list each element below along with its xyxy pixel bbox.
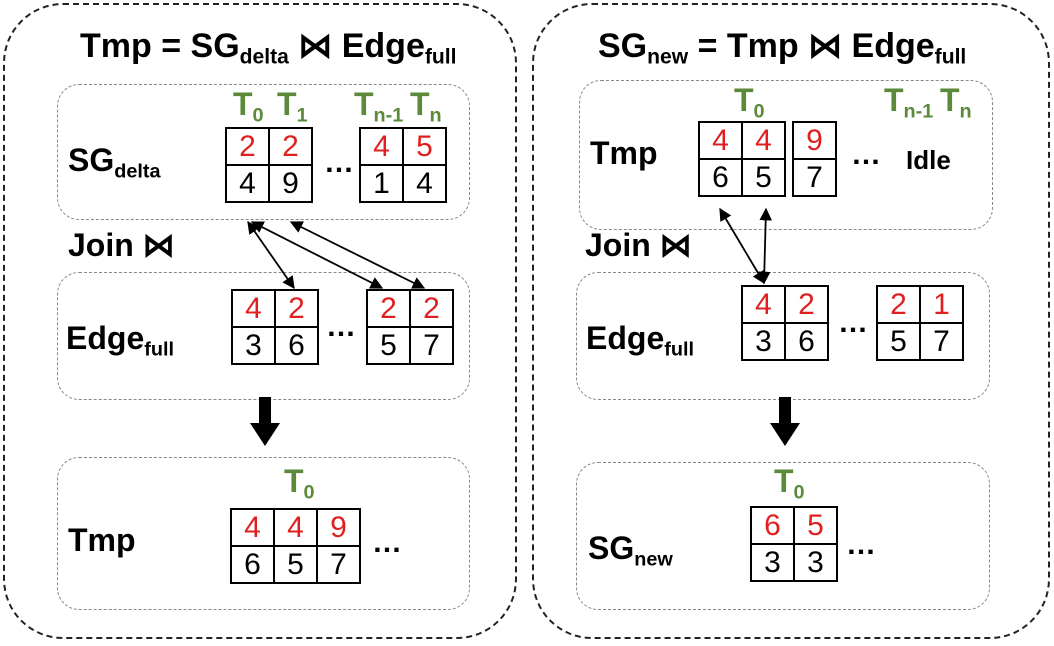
left-tmp-cell: 7: [316, 545, 361, 584]
left-tmp-cell: 4: [230, 508, 275, 547]
right-edgefull-label: Edgefull: [586, 320, 694, 361]
left-sgdelta-cell: 5: [402, 127, 447, 166]
left-tmp-cell: 4: [273, 508, 318, 547]
left-tmp-label: Tmp: [68, 522, 136, 558]
right-edgefull-cell: 3: [741, 322, 786, 361]
left-edgefull-label: Edgefull: [66, 320, 174, 361]
right-thread-t0: T0: [734, 82, 765, 123]
left-stage-tmp: [57, 457, 470, 610]
right-tmp-cell: 9: [792, 121, 837, 160]
left-thread-t0: T0: [233, 86, 264, 127]
right-join-label: Join ⋈: [585, 227, 692, 263]
right-sgnew-cell: 5: [793, 506, 838, 545]
right-stage-tmp: [579, 80, 993, 230]
left-thread-tn-1: Tn-1: [354, 86, 404, 127]
right-tmp-cell: 6: [698, 158, 743, 197]
left-edgefull-cell: 4: [231, 289, 276, 328]
right-sgnew-cell: 3: [750, 543, 795, 582]
left-thread-t1: T1: [277, 86, 308, 127]
left-edgefull-cell: 5: [366, 326, 411, 365]
right-edgefull-cell: 1: [919, 285, 964, 324]
right-tmp-cell: 4: [698, 121, 743, 160]
right-tmp-label: Tmp: [590, 135, 658, 171]
left-edgefull-cell: 2: [366, 289, 411, 328]
left-thread-tn: Tn: [410, 86, 442, 127]
right-sgnew-cell: 6: [750, 506, 795, 545]
right-edgefull-cell: 2: [876, 285, 921, 324]
left-tmp-thread-t0: T0: [284, 463, 315, 504]
right-edgefull-cell: 7: [919, 322, 964, 361]
left-panel-title: Tmp = SGdelta ⋈ Edgefull: [80, 27, 457, 69]
right-edgefull-cell: 6: [784, 322, 829, 361]
right-edgefull-cell: 5: [876, 322, 921, 361]
right-edgefull-ellipsis: …: [838, 306, 868, 339]
left-edgefull-ellipsis: …: [326, 310, 356, 343]
right-tmp-ellipsis: …: [851, 138, 881, 171]
right-thread-tn: Tn: [940, 82, 972, 123]
left-sgdelta-label: SGdelta: [68, 142, 161, 183]
right-idle-label: Idle: [906, 145, 951, 175]
left-sgdelta-cell: 9: [268, 164, 313, 203]
right-sgnew-ellipsis: …: [846, 528, 876, 561]
left-sgdelta-ellipsis: …: [324, 146, 354, 179]
left-panel: [3, 3, 517, 639]
left-tmp-cell: 6: [230, 545, 275, 584]
right-tmp-cell: 4: [741, 121, 786, 160]
left-sgdelta-cell: 4: [359, 127, 404, 166]
right-edgefull-cell: 2: [784, 285, 829, 324]
left-stage-sgdelta: [57, 84, 470, 220]
right-sgnew-label: SGnew: [588, 530, 673, 571]
left-sgdelta-cell: 4: [225, 164, 270, 203]
left-edgefull-cell: 7: [409, 326, 454, 365]
right-tmp-cell: 7: [792, 158, 837, 197]
right-tmp-cell: 5: [741, 158, 786, 197]
left-edgefull-cell: 2: [274, 289, 319, 328]
right-stage-sgnew: [576, 462, 990, 610]
left-sgdelta-cell: 1: [359, 164, 404, 203]
left-join-label: Join ⋈: [68, 227, 175, 263]
left-edgefull-cell: 3: [231, 326, 276, 365]
right-panel-title: SGnew = Tmp ⋈ Edgefull: [598, 27, 967, 69]
left-tmp-cell: 5: [273, 545, 318, 584]
left-sgdelta-cell: 4: [402, 164, 447, 203]
left-edgefull-cell: 6: [274, 326, 319, 365]
left-sgdelta-cell: 2: [225, 127, 270, 166]
left-tmp-ellipsis: …: [372, 526, 402, 559]
right-panel: [532, 3, 1050, 639]
left-tmp-cell: 9: [316, 508, 361, 547]
left-edgefull-cell: 2: [409, 289, 454, 328]
right-sgnew-cell: 3: [793, 543, 838, 582]
left-sgdelta-cell: 2: [268, 127, 313, 166]
right-sgnew-thread-t0: T0: [774, 463, 805, 504]
right-thread-tn-1: Tn-1: [884, 82, 934, 123]
right-edgefull-cell: 4: [741, 285, 786, 324]
